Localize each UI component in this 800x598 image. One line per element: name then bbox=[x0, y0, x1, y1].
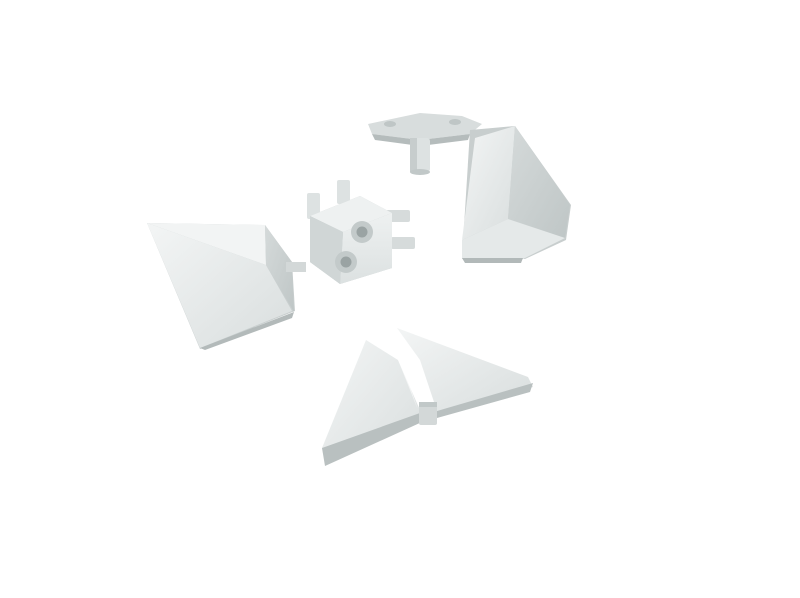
corner-connector-block bbox=[307, 180, 415, 284]
pyramid-corner-cap bbox=[462, 126, 571, 263]
pyramid-end-cap bbox=[147, 223, 306, 350]
folding-triangular-plates bbox=[322, 328, 533, 466]
flanged-corner-connector bbox=[368, 113, 482, 175]
